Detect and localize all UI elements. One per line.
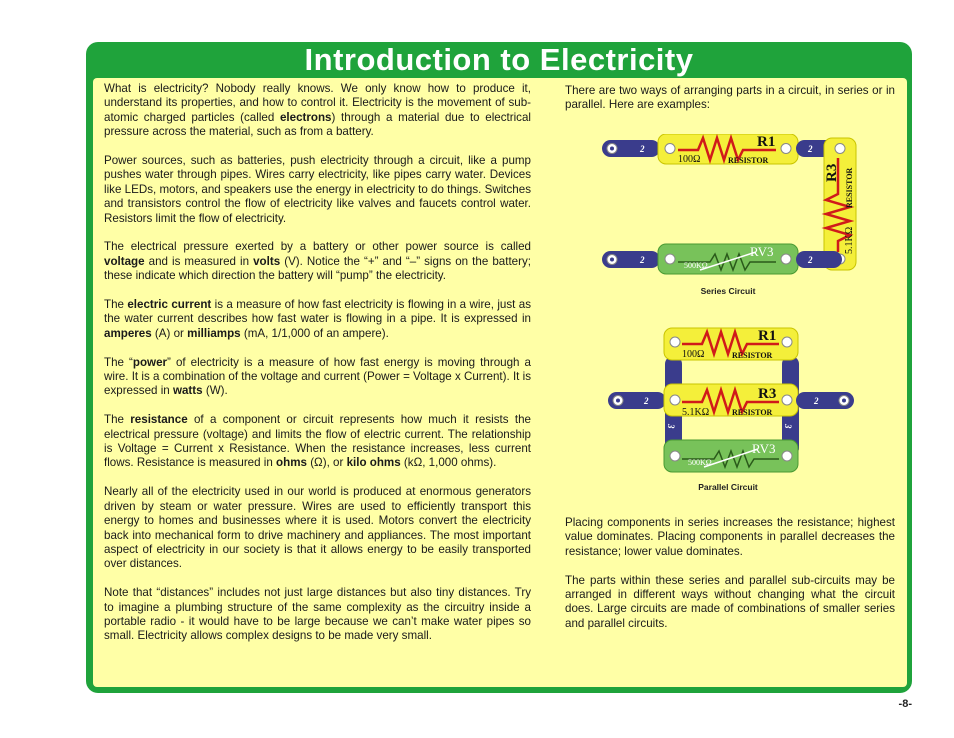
svg-text:500KΩ: 500KΩ bbox=[688, 458, 712, 467]
svg-text:2: 2 bbox=[807, 255, 813, 265]
parallel-circuit-diagram: 3 3 R1 100Ω RESISTOR 2 R3 5.1KΩ RESISTOR… bbox=[608, 327, 854, 473]
svg-text:RESISTOR: RESISTOR bbox=[732, 351, 773, 360]
page-title: Introduction to Electricity bbox=[304, 42, 694, 77]
svg-text:100Ω: 100Ω bbox=[682, 349, 704, 360]
bottom-wire-left: 2 bbox=[602, 251, 660, 268]
paragraph-arrangements: There are two ways of arranging parts in… bbox=[565, 84, 895, 112]
paragraph-current: The electric current is a measure of how… bbox=[104, 298, 531, 340]
paragraph-voltage: The electrical pressure exerted by a bat… bbox=[104, 240, 531, 283]
page-number: -8- bbox=[898, 698, 912, 710]
svg-text:3: 3 bbox=[783, 423, 793, 429]
series-circuit-diagram: 2 R1 100Ω RESISTOR 2 R3 RESISTOR 5.1KΩ 2… bbox=[602, 134, 857, 275]
paragraph-generators: Nearly all of the electricity used in ou… bbox=[104, 485, 531, 571]
svg-text:2: 2 bbox=[639, 255, 645, 265]
parallel-resistor-r1: R1 100Ω RESISTOR bbox=[663, 327, 799, 361]
svg-text:RESISTOR: RESISTOR bbox=[845, 167, 854, 208]
svg-text:R3: R3 bbox=[824, 164, 840, 182]
svg-text:2: 2 bbox=[813, 396, 819, 406]
svg-text:RV3: RV3 bbox=[750, 244, 774, 259]
svg-text:100Ω: 100Ω bbox=[678, 154, 700, 165]
svg-text:2: 2 bbox=[639, 144, 645, 154]
parallel-circuit-caption: Parallel Circuit bbox=[698, 482, 758, 492]
series-circuit-caption: Series Circuit bbox=[700, 286, 756, 296]
paragraph-power-sources: Power sources, such as batteries, push e… bbox=[104, 154, 531, 225]
svg-text:R3: R3 bbox=[758, 386, 776, 402]
svg-text:RV3: RV3 bbox=[752, 441, 776, 456]
svg-text:RESISTOR: RESISTOR bbox=[732, 408, 773, 417]
paragraph-series-parallel-resistance: Placing components in series increases t… bbox=[565, 516, 895, 558]
svg-text:5.1KΩ: 5.1KΩ bbox=[682, 407, 709, 418]
parallel-resistor-r3: R3 5.1KΩ RESISTOR bbox=[663, 383, 799, 418]
parallel-wire-left: 2 bbox=[608, 392, 666, 409]
svg-text:2: 2 bbox=[807, 144, 813, 154]
paragraph-resistance: The resistance of a component or circuit… bbox=[104, 413, 531, 470]
top-wire-left: 2 bbox=[602, 140, 660, 157]
resistor-r3: R3 RESISTOR 5.1KΩ bbox=[821, 137, 857, 271]
svg-text:R1: R1 bbox=[758, 328, 776, 344]
paragraph-power: The “power” of electricity is a measure … bbox=[104, 355, 531, 398]
content-panel bbox=[93, 78, 907, 687]
paragraph-distances: Note that “distances” includes not just … bbox=[104, 586, 531, 643]
potentiometer-rv3: RV3 500KΩ bbox=[657, 243, 799, 275]
right-column-bottom: Placing components in series increases t… bbox=[565, 516, 895, 646]
svg-text:500KΩ: 500KΩ bbox=[684, 261, 708, 270]
resistor-r1: R1 100Ω RESISTOR bbox=[657, 134, 799, 165]
bottom-wire-right: 2 bbox=[796, 251, 842, 268]
left-column: What is electricity? Nobody really knows… bbox=[104, 82, 531, 658]
paragraph-subcircuits: The parts within these series and parall… bbox=[565, 573, 895, 630]
svg-text:3: 3 bbox=[666, 423, 676, 429]
svg-text:RESISTOR: RESISTOR bbox=[728, 156, 769, 165]
svg-text:5.1KΩ: 5.1KΩ bbox=[844, 227, 855, 254]
parallel-potentiometer-rv3: RV3 500KΩ bbox=[663, 439, 799, 473]
svg-text:2: 2 bbox=[643, 396, 649, 406]
svg-text:R1: R1 bbox=[757, 134, 775, 150]
right-column-top: There are two ways of arranging parts in… bbox=[565, 84, 895, 127]
paragraph-electricity: What is electricity? Nobody really knows… bbox=[104, 82, 531, 139]
parallel-wire-right: 2 bbox=[796, 392, 854, 409]
